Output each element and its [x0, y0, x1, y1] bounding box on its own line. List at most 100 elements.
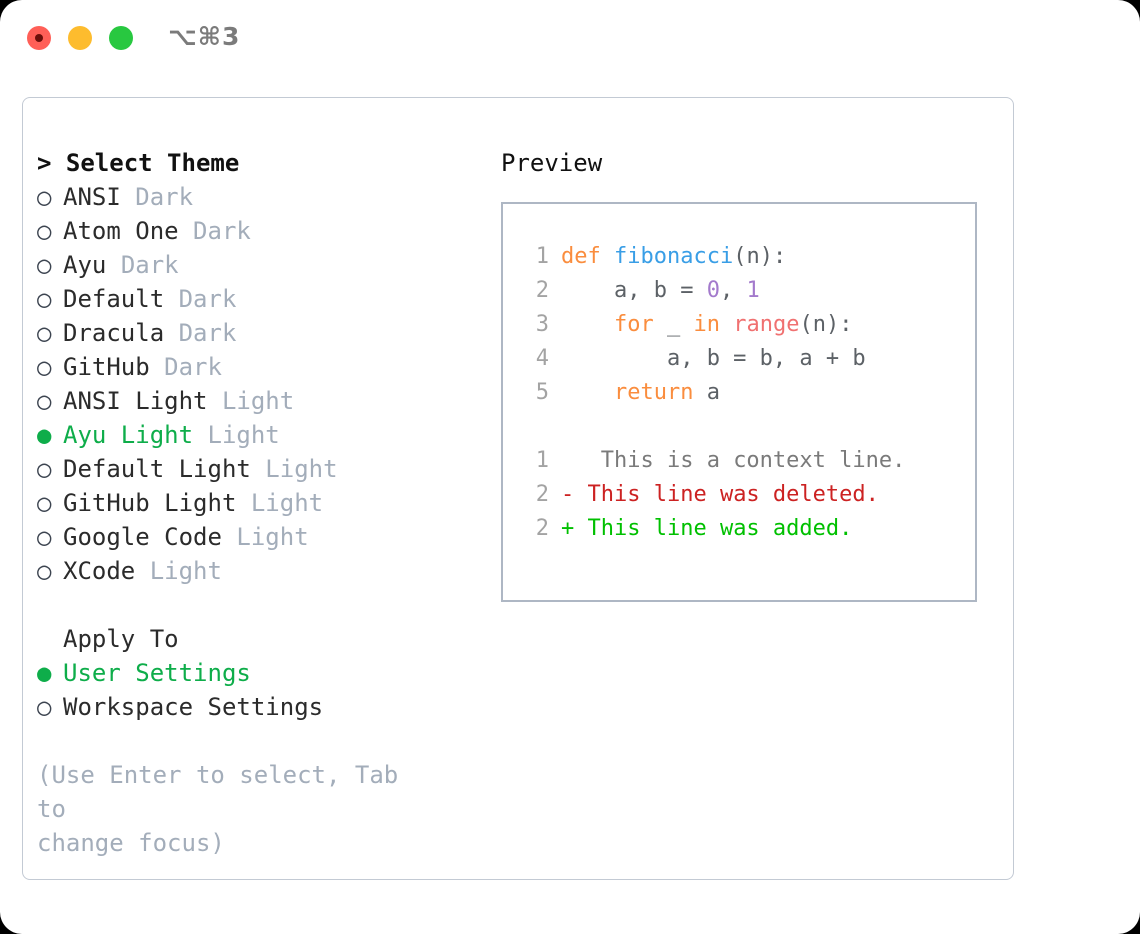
theme-option-ansi-light[interactable]: ○ANSI Light Light [37, 384, 487, 418]
window-controls [27, 26, 133, 50]
line-number: 1 [535, 448, 549, 473]
spacer [135, 554, 149, 588]
spacer [150, 350, 164, 384]
theme-list-column: > Select Theme ○ANSI Dark○Atom One Dark○… [37, 146, 487, 860]
apply-to-option-label: Workspace Settings [63, 693, 324, 721]
code-line: 4 a, b = b, a + b [503, 342, 975, 376]
line-number: 4 [535, 346, 549, 371]
theme-option-label: XCode [63, 557, 136, 585]
code-line: 3 for _ in range(n): [503, 308, 975, 342]
diff-text: This line was added. [574, 516, 853, 541]
theme-option-github[interactable]: ○ GitHub Dark [37, 350, 487, 384]
keyboard-hint-line-1: (Use Enter to select, Tab to [37, 761, 399, 823]
close-button[interactable] [27, 26, 51, 50]
keyboard-hint-line-2: change focus) [37, 829, 225, 857]
theme-option-xcode[interactable]: ○ XCode Light [37, 554, 487, 588]
theme-option-kind: Light [149, 557, 222, 585]
theme-option-kind: Dark [178, 285, 237, 313]
radio-selected-icon: ● [37, 421, 52, 449]
spacer [121, 180, 135, 214]
spacer [236, 486, 250, 520]
diff-line: 2 + This line was added. [503, 512, 975, 546]
code-token [720, 308, 733, 342]
diff-text: This is a context line. [574, 448, 906, 473]
apply-to-option-label: User Settings [63, 659, 251, 687]
theme-option-ayu-light[interactable]: ●Ayu Light Light [37, 418, 487, 452]
radio-unselected-icon: ○ [37, 217, 52, 245]
radio-unselected-icon: ○ [37, 251, 52, 279]
code-token: _ [653, 312, 694, 337]
code-token [601, 240, 614, 274]
spacer [106, 248, 120, 282]
radio-unselected-icon: ○ [37, 523, 52, 551]
apply-to-heading: Apply To [63, 625, 179, 653]
spacer [179, 214, 193, 248]
code-token: a [693, 380, 720, 405]
radio-unselected-icon: ○ [37, 693, 52, 721]
apply-to-list[interactable]: ● User Settings ○ Workspace Settings [37, 656, 487, 724]
theme-option-kind: Dark [178, 319, 237, 347]
spacer [222, 520, 236, 554]
apply-to-option-user-settings[interactable]: ● User Settings [37, 656, 487, 690]
spacer [164, 316, 178, 350]
theme-option-label: Atom One [63, 217, 179, 245]
code-token: for [613, 312, 654, 337]
theme-option-ayu[interactable]: ○Ayu Dark [37, 248, 487, 282]
theme-option-kind: Light [236, 523, 309, 551]
title-bar: ⌥⌘3 [0, 0, 1140, 76]
theme-option-kind: Light [221, 387, 295, 415]
line-number: 2 [535, 278, 549, 303]
theme-option-label: GitHub [63, 353, 150, 381]
spacer [208, 384, 222, 418]
line-number: 2 [535, 516, 549, 541]
code-token: (n): [733, 244, 787, 269]
theme-option-default-light[interactable]: ○Default Light Light [37, 452, 487, 486]
keyboard-hint: (Use Enter to select, Tab to change focu… [37, 758, 437, 860]
code-token: range [733, 312, 800, 337]
diff-sign: - [561, 482, 575, 507]
apply-to-option-workspace-settings[interactable]: ○ Workspace Settings [37, 690, 487, 724]
theme-option-label: Default [63, 285, 165, 313]
theme-list[interactable]: ○ANSI Dark○Atom One Dark○Ayu Dark○Defaul… [37, 180, 487, 588]
theme-selector-panel: > Select Theme ○ANSI Dark○Atom One Dark○… [22, 97, 1014, 880]
code-token [561, 376, 614, 410]
theme-option-github-light[interactable]: ○GitHub Light Light [37, 486, 487, 520]
radio-unselected-icon: ○ [37, 455, 52, 483]
code-line: 2 a, b = 0, 1 [503, 274, 975, 308]
code-token: 1 [746, 278, 760, 303]
radio-unselected-icon: ○ [37, 353, 52, 381]
theme-option-google-code[interactable]: ○ Google Code Light [37, 520, 487, 554]
theme-option-kind: Light [250, 489, 324, 517]
code-token: in [693, 312, 720, 337]
preview-heading: Preview [501, 149, 603, 177]
theme-option-default[interactable]: ○ Default Dark [37, 282, 487, 316]
select-theme-heading: > Select Theme [37, 149, 240, 177]
minimize-button[interactable] [68, 26, 92, 50]
radio-unselected-icon: ○ [37, 285, 52, 313]
theme-option-kind: Dark [193, 217, 251, 245]
maximize-button[interactable] [109, 26, 133, 50]
theme-option-kind: Dark [135, 183, 194, 211]
diff-sign [561, 444, 574, 478]
spacer [251, 452, 265, 486]
theme-option-label: Ayu Light [63, 421, 194, 449]
code-token: def [561, 244, 601, 269]
theme-option-dracula[interactable]: ○Dracula Dark [37, 316, 487, 350]
radio-selected-icon: ● [37, 659, 52, 687]
theme-option-label: Dracula [63, 319, 165, 347]
code-token: fibonacci [614, 244, 734, 269]
theme-option-label: ANSI [63, 183, 121, 211]
theme-option-label: Google Code [63, 523, 222, 551]
code-token: return [613, 380, 694, 405]
theme-option-label: GitHub Light [63, 489, 237, 517]
diff-sign: + [561, 516, 575, 541]
radio-unselected-icon: ○ [37, 557, 52, 585]
theme-option-kind: Light [265, 455, 338, 483]
theme-option-kind: Dark [164, 353, 222, 381]
theme-option-ansi[interactable]: ○ANSI Dark [37, 180, 487, 214]
code-token: (n): [799, 312, 853, 337]
theme-option-atom-one[interactable]: ○ Atom One Dark [37, 214, 487, 248]
